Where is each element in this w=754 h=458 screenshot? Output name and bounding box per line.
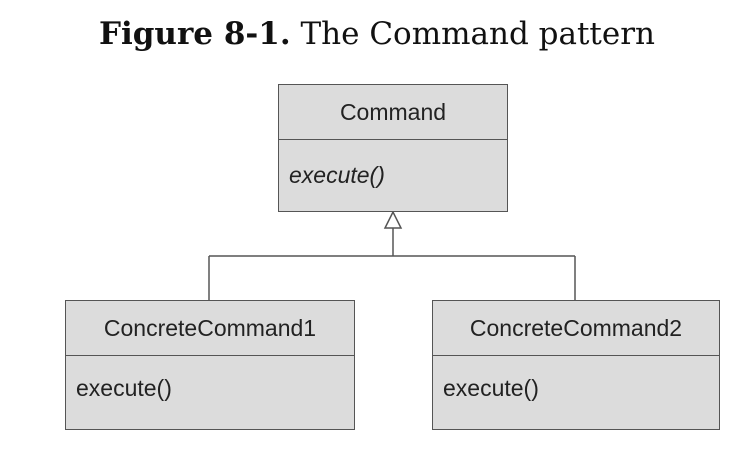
class-box-concrete-command-1: ConcreteCommand1 execute(): [65, 300, 355, 430]
class-method-concrete-command-1-execute: execute(): [76, 375, 172, 401]
class-name-concrete-command-1: ConcreteCommand1: [66, 301, 354, 356]
class-method-command-execute: execute(): [289, 162, 385, 188]
figure-title: The Command pattern: [300, 16, 656, 52]
class-name-command: Command: [279, 85, 507, 140]
class-box-command: Command execute(): [278, 84, 508, 212]
class-box-concrete-command-2: ConcreteCommand2 execute(): [432, 300, 720, 430]
figure-caption: Figure 8-1. The Command pattern: [0, 14, 754, 54]
generalization-arrowhead-icon: [383, 210, 403, 229]
figure-number: Figure 8-1.: [98, 16, 291, 52]
class-method-concrete-command-2-execute: execute(): [443, 375, 539, 401]
class-name-concrete-command-2: ConcreteCommand2: [433, 301, 719, 356]
